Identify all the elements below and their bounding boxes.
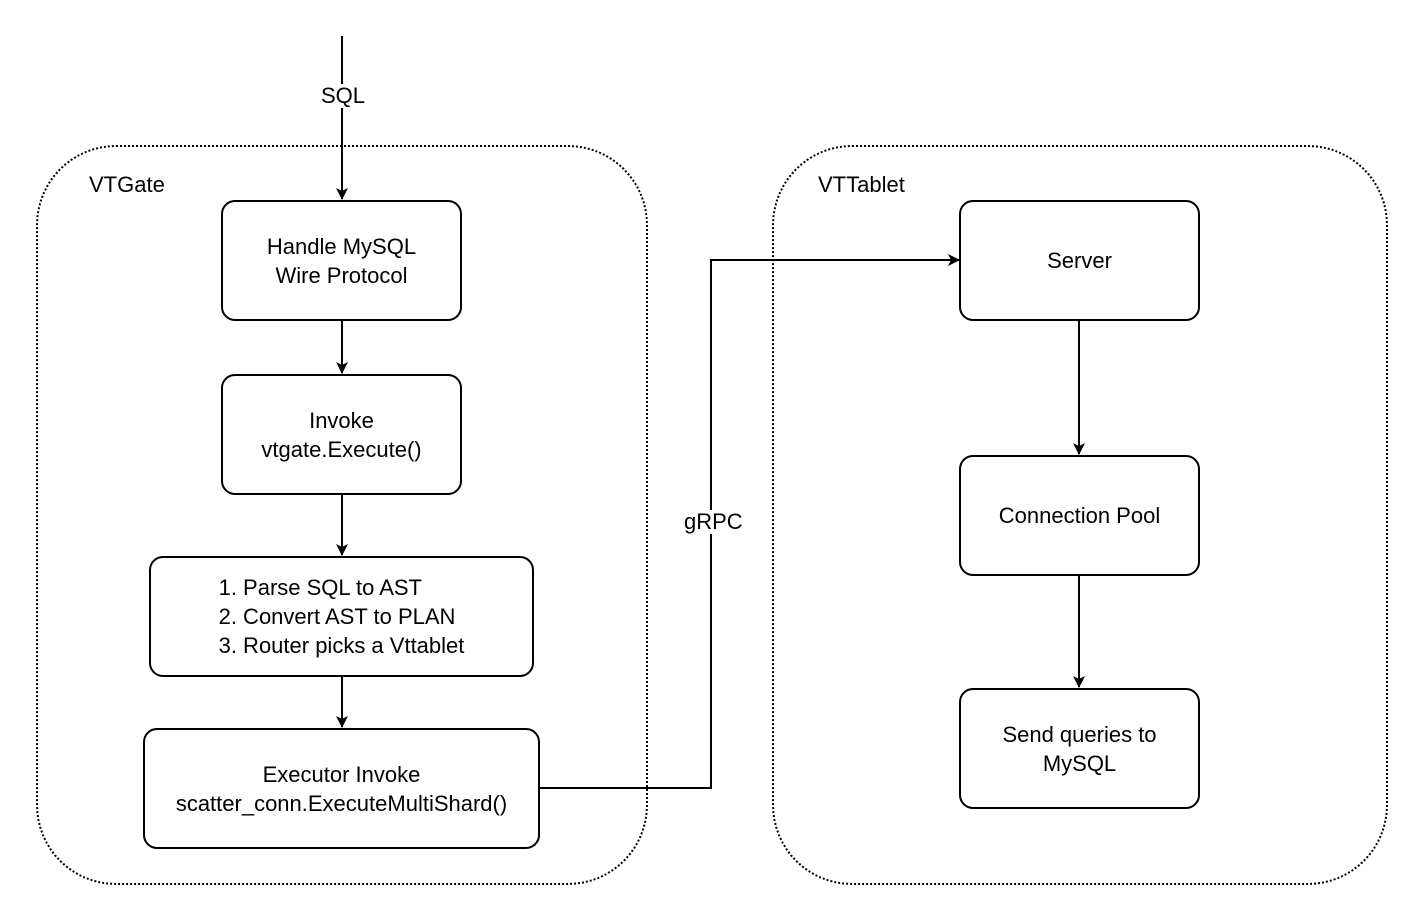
node-text-line: Executor Invoke bbox=[262, 761, 421, 787]
node-server: Server bbox=[959, 200, 1200, 321]
edge-grpc bbox=[539, 254, 960, 789]
plan-step-item: 1. Parse SQL to AST bbox=[218, 575, 422, 600]
node-handle-mysql-protocol: Handle MySQL Wire Protocol bbox=[221, 200, 462, 321]
node-text-line: vtgate.Execute() bbox=[261, 436, 422, 462]
node-plan-steps: 1. Parse SQL to AST 2. Convert AST to PL… bbox=[149, 556, 534, 677]
edge-label-sql: SQL bbox=[319, 83, 368, 108]
node-connection-pool: Connection Pool bbox=[959, 455, 1200, 576]
plan-steps-list: 1. Parse SQL to AST 2. Convert AST to PL… bbox=[219, 573, 465, 660]
edge-label-grpc: gRPC bbox=[682, 509, 745, 534]
node-text-line: Handle MySQL bbox=[266, 233, 417, 259]
node-text-line: Wire Protocol bbox=[275, 262, 408, 288]
node-text-line: scatter_conn.ExecuteMultiShard() bbox=[175, 790, 508, 816]
node-text-line: Invoke bbox=[309, 407, 374, 433]
vtgate-group-label: VTGate bbox=[89, 172, 165, 197]
plan-step-item: 2. Convert AST to PLAN bbox=[218, 604, 456, 629]
node-invoke-vtgate-execute: Invoke vtgate.Execute() bbox=[221, 374, 462, 495]
node-text-line: Connection Pool bbox=[998, 503, 1161, 528]
node-executor-invoke: Executor Invoke scatter_conn.ExecuteMult… bbox=[143, 728, 540, 849]
node-send-queries: Send queries to MySQL bbox=[959, 688, 1200, 809]
node-text-line: Send queries to bbox=[1002, 721, 1157, 747]
vttablet-group bbox=[772, 145, 1388, 885]
node-text-line: Server bbox=[1047, 248, 1112, 273]
node-text-line: MySQL bbox=[1042, 750, 1117, 776]
plan-step-item: 3. Router picks a Vttablet bbox=[218, 633, 465, 658]
vttablet-group-label: VTTablet bbox=[818, 172, 905, 197]
